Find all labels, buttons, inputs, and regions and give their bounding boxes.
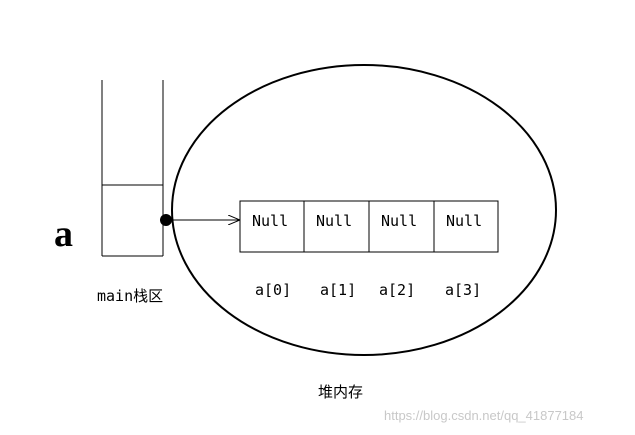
stack-label: main栈区 xyxy=(97,287,163,305)
array-box xyxy=(239,200,499,253)
watermark: https://blog.csdn.net/qq_41877184 xyxy=(384,408,584,423)
array-cell-3: Null xyxy=(446,212,482,230)
variable-name: a xyxy=(54,213,73,255)
array-index-1: a[1] xyxy=(320,281,356,299)
array-cell-0: Null xyxy=(252,212,288,230)
array-index-3: a[3] xyxy=(445,281,481,299)
array-cell-1: Null xyxy=(316,212,352,230)
heap-label: 堆内存 xyxy=(318,383,363,401)
array-cell-2: Null xyxy=(381,212,417,230)
array-index-2: a[2] xyxy=(379,281,415,299)
heap-ellipse xyxy=(171,64,557,356)
stack-frame xyxy=(101,80,164,257)
array-index-0: a[0] xyxy=(255,281,291,299)
